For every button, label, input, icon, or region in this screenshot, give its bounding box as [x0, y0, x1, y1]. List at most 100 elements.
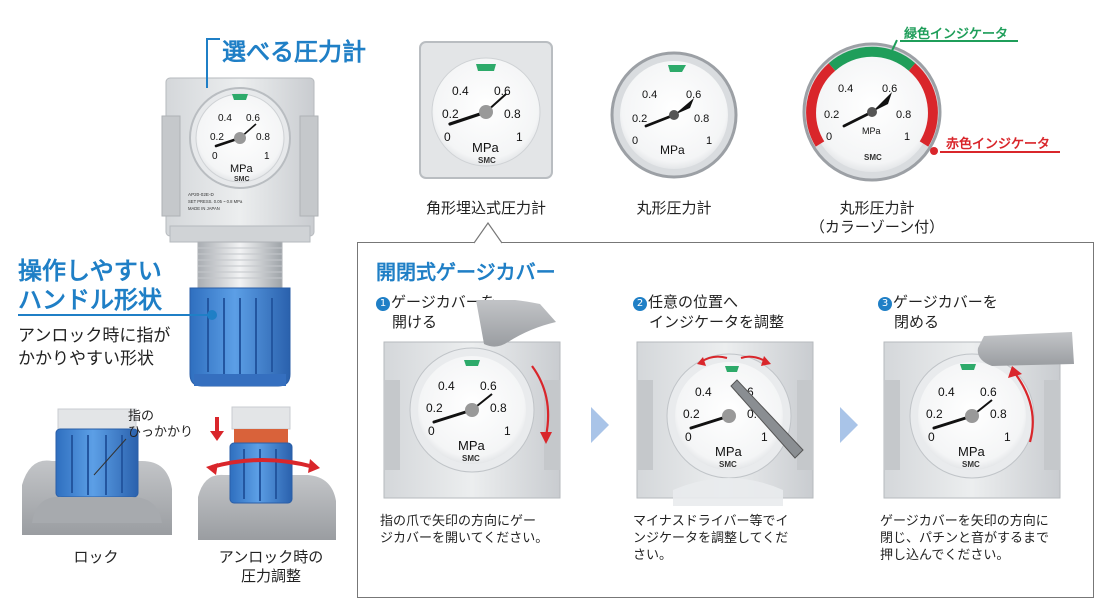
tick-0-6: 0.6: [246, 113, 260, 124]
lock-label: ロック: [73, 548, 119, 566]
color-zone-label-line-1: 丸形圧力計: [839, 199, 915, 217]
unlock-label-line-2: 圧力調整: [240, 567, 301, 585]
green-indicator-label: 緑色インジケータ: [904, 27, 1009, 42]
step2-desc-line-3: さい。: [633, 548, 673, 563]
step1-tick-0: 0: [428, 424, 435, 438]
step3-title-line-2: 閉める: [894, 313, 940, 331]
step3-desc-line-2: 閉じ、パチンと音がするまで: [880, 531, 1050, 546]
round-gauge: 0 0.2 0.4 0.6 0.8 1 MPa: [610, 51, 738, 179]
step1-title-line-2: 開ける: [392, 313, 438, 331]
gauge-leader-line: [206, 38, 208, 88]
zone-tick-0-8: 0.8: [896, 109, 911, 121]
unlock-illustration: [198, 406, 336, 540]
regulator-illustration: 0 0.2 0.4 0.6 0.8 1 MPa SMC AP20-02E-D S…: [161, 77, 319, 387]
step3-tick-0-2: 0.2: [926, 407, 943, 421]
zone-tick-1: 1: [904, 131, 910, 143]
color-zone-label-line-2: （カラーゾーン付）: [809, 218, 945, 236]
step2-number: 2: [633, 297, 647, 311]
square-gauge-label: 角形埋込式圧力計: [425, 199, 546, 217]
step3-tick-0-4: 0.4: [938, 385, 955, 399]
lock-illustration: [22, 408, 172, 535]
step1-brand: SMC: [462, 454, 480, 463]
finger-label-line-2: ひっかかり: [128, 425, 194, 440]
tick-1: 1: [264, 151, 270, 162]
step1-desc-line-1: 指の爪で矢印の方向にゲー: [380, 514, 537, 529]
gauge-cover-panel: [357, 242, 1094, 598]
step1-desc-line-2: ジカバーを開いてください。: [380, 531, 549, 546]
step1-illustration: 0 0.2 0.4 0.6 0.8 1 MPa SMC: [383, 300, 561, 499]
handle-title-line-2: ハンドル形状: [18, 286, 162, 314]
chevron-right-icon: [840, 407, 858, 443]
step3-tick-0: 0: [928, 430, 935, 444]
zone-unit: MPa: [862, 126, 881, 136]
zone-tick-0-6: 0.6: [882, 83, 897, 95]
step1-unit: MPa: [458, 438, 486, 453]
square-brand: SMC: [478, 156, 496, 165]
step3-tick-0-8: 0.8: [990, 407, 1007, 421]
square-tick-1: 1: [516, 130, 523, 144]
step1-tick-0-8: 0.8: [490, 401, 507, 415]
square-tick-0-2: 0.2: [442, 107, 459, 121]
round-tick-0-8: 0.8: [694, 113, 709, 125]
handle-leader-dot: [207, 310, 217, 320]
gauge-brand: SMC: [234, 176, 250, 183]
square-gauge: 0 0.2 0.4 0.6 0.8 1 MPa SMC: [419, 41, 553, 179]
step2-title-line-2: インジケータを調整: [649, 313, 785, 331]
round-tick-1: 1: [706, 135, 712, 147]
step3-number: 3: [878, 297, 892, 311]
round-unit: MPa: [660, 143, 685, 157]
tick-0-2: 0.2: [210, 132, 224, 143]
plate-set-press: SET PRESS. 0.05 ~ 0.8 MPa: [188, 199, 243, 204]
round-tick-0-6: 0.6: [686, 89, 701, 101]
plate-made-in: MADE IN JAPAN: [188, 206, 220, 211]
step3-desc-line-3: 押し込んでください。: [880, 548, 1010, 563]
step2-tick-0-4: 0.4: [695, 385, 712, 399]
tick-0-4: 0.4: [218, 113, 232, 124]
step1-tick-0-6: 0.6: [480, 379, 497, 393]
step2-illustration: 0 0.2 0.4 0.6 0.8 1 MPa SMC: [636, 341, 814, 506]
step2-unit: MPa: [715, 444, 743, 459]
gauge-cover-title: 開閉式ゲージカバー: [376, 260, 556, 284]
handle-title-line-1: 操作しやすい: [18, 257, 162, 285]
red-indicator-label: 赤色インジケータ: [946, 137, 1051, 152]
tick-0: 0: [212, 151, 218, 162]
square-tick-0-4: 0.4: [452, 84, 469, 98]
zone-tick-0: 0: [826, 131, 832, 143]
tick-0-8: 0.8: [256, 132, 270, 143]
round-tick-0: 0: [632, 135, 638, 147]
finger-label-line-1: 指の: [128, 409, 155, 424]
step1-tick-0-4: 0.4: [438, 379, 455, 393]
plate-model: AP20-02E-D: [188, 192, 214, 197]
square-unit: MPa: [472, 140, 500, 155]
zone-brand: SMC: [864, 153, 882, 162]
step3-illustration: 0 0.2 0.4 0.6 0.8 1 MPa SMC: [883, 332, 1074, 499]
step2-tick-0-2: 0.2: [683, 407, 700, 421]
step2-tick-0: 0: [685, 430, 692, 444]
selectable-gauge-title: 選べる圧力計: [222, 38, 366, 66]
handle-leader-line: [18, 314, 214, 316]
color-zone-gauge: 0 0.2 0.4 0.6 0.8 1 MPa SMC: [802, 42, 942, 182]
zone-tick-0-2: 0.2: [824, 109, 839, 121]
step3-desc-line-1: ゲージカバーを矢印の方向に: [880, 514, 1049, 529]
step3-unit: MPa: [958, 444, 986, 459]
step1-number: 1: [376, 297, 390, 311]
zone-tick-0-4: 0.4: [838, 83, 853, 95]
step2-desc-line-1: マイナスドライバー等でイ: [633, 514, 789, 529]
gauge-unit: MPa: [230, 163, 254, 175]
square-tick-0-6: 0.6: [494, 84, 511, 98]
step2-tick-1: 1: [761, 430, 768, 444]
square-tick-0: 0: [444, 130, 451, 144]
handle-desc-line-1: アンロック時に指が: [18, 326, 171, 346]
step2-brand: SMC: [719, 460, 737, 469]
step3-brand: SMC: [962, 460, 980, 469]
handle-desc-line-2: かかりやすい形状: [18, 349, 154, 369]
step1-tick-1: 1: [504, 424, 511, 438]
square-tick-0-8: 0.8: [504, 107, 521, 121]
step3-tick-0-6: 0.6: [980, 385, 997, 399]
round-tick-0-2: 0.2: [632, 113, 647, 125]
step1-tick-0-2: 0.2: [426, 401, 443, 415]
panel-pointer: [474, 222, 502, 244]
